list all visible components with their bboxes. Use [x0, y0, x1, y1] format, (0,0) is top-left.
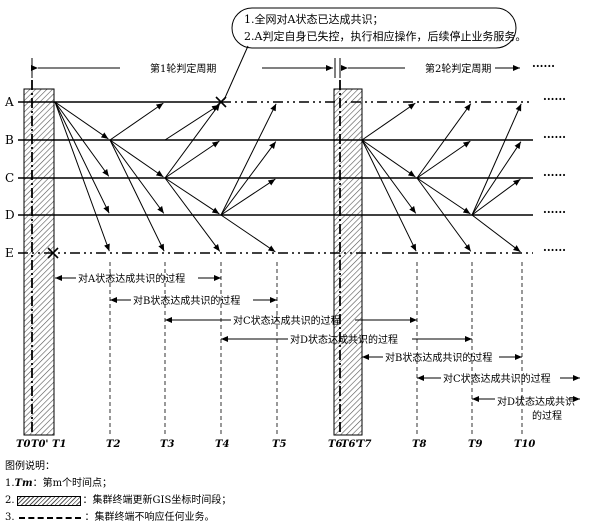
message-arrow — [54, 101, 110, 252]
phase-label-c: 对C状态达成共识的过程 — [233, 314, 341, 327]
period-brackets — [31, 58, 520, 78]
time-label: T0' — [31, 439, 48, 450]
gis-update-band-1 — [23, 88, 55, 436]
legend-item-time-text: ：第m个时间点； — [32, 478, 113, 489]
time-gridlines — [31, 80, 523, 435]
legend-item-hatch: 2. ：集群终端更新GIS坐标时间段； — [5, 492, 231, 509]
message-arrow — [164, 177, 220, 215]
message-arrow — [220, 214, 276, 253]
time-label: T10 — [514, 439, 535, 450]
message-arrow — [164, 177, 221, 252]
time-label: T8 — [412, 439, 426, 450]
legend-item-time-prefix: 1. — [5, 478, 15, 489]
time-label: T6 — [328, 439, 342, 450]
message-arrow — [471, 178, 521, 216]
row-ellipsis-a: ······ — [543, 93, 566, 106]
phase-label-d2-line2: 的过程 — [532, 409, 562, 422]
failure-mark-e — [47, 247, 59, 259]
message-arrow — [220, 178, 276, 216]
gis-update-band-2 — [333, 88, 363, 436]
failure-mark-a — [215, 96, 227, 108]
legend-item-dash: 3. ：集群终端不响应任何业务。 — [5, 509, 231, 526]
legend-item-time-term: Tm — [14, 478, 33, 489]
node-label-a: A — [4, 95, 14, 109]
message-arrow — [54, 101, 110, 177]
period-round-1-label: 第1轮判定周期 — [150, 62, 216, 75]
message-arrow — [164, 103, 221, 179]
legend-item-dash-text: ：集群终端不响应任何业务。 — [84, 512, 215, 523]
legend-item-hatch-prefix: 2. — [5, 495, 15, 506]
legend-hatch-swatch — [16, 495, 81, 506]
message-arrow — [471, 103, 522, 216]
node-label-c: C — [5, 171, 14, 185]
message-arrow — [416, 103, 472, 179]
time-label: T2 — [106, 439, 120, 450]
period-round-2-label: 第2轮判定周期 — [425, 62, 491, 75]
message-arrow — [164, 140, 220, 179]
message-arrow — [109, 139, 164, 178]
message-arrow — [361, 102, 416, 141]
node-label-e: E — [5, 246, 14, 260]
message-arrow — [109, 139, 165, 214]
phase-label-b: 对B状态达成共识的过程 — [133, 294, 240, 307]
phase-label-d: 对D状态达成共识的过程 — [290, 333, 398, 346]
message-arrow — [164, 104, 220, 141]
phase-label-b2: 对B状态达成共识的过程 — [385, 351, 492, 364]
callout-bubble: 1.全网对A状态已达成共识； 2.A判定自身已失控，执行相应操作，后续停止业务服… — [223, 7, 526, 101]
legend-title: 图例说明： — [5, 461, 55, 472]
row-ellipsis-d: ······ — [543, 206, 566, 219]
message-arrow — [416, 177, 472, 252]
time-label: T5 — [272, 439, 286, 450]
legend-item-dash-prefix: 3. — [5, 512, 15, 523]
time-label: T6' — [341, 439, 358, 450]
phase-label-d2-line1: 对D状态达成共识 — [497, 395, 575, 408]
time-label: T0 — [16, 439, 30, 450]
phase-label-c2: 对C状态达成共识的过程 — [443, 372, 551, 385]
time-label: T3 — [160, 439, 174, 450]
time-label: T4 — [215, 439, 229, 450]
legend-dash-swatch — [18, 516, 81, 519]
row-ellipsis-b: ······ — [543, 131, 566, 144]
period-ellipsis: ······ — [532, 60, 555, 73]
legend-item-hatch-text: ：集群终端更新GIS坐标时间段； — [82, 495, 232, 506]
message-arrow — [220, 141, 277, 216]
message-arrow — [471, 214, 521, 253]
message-arrow — [416, 140, 471, 179]
node-label-b: B — [5, 133, 14, 147]
row-ellipsis-e: ······ — [543, 244, 566, 257]
message-arrow — [361, 139, 416, 178]
message-arrow — [109, 102, 164, 141]
message-arrow — [220, 103, 277, 216]
message-arrow — [54, 101, 109, 140]
time-label: T7 — [357, 439, 371, 450]
message-arrow — [416, 177, 471, 215]
time-label: T1 — [52, 439, 66, 450]
message-arrow — [109, 139, 165, 252]
node-label-d: D — [5, 208, 15, 222]
time-label: T9 — [468, 439, 482, 450]
legend-item-time: 1. Tm ：第m个时间点； — [5, 475, 231, 492]
message-arrow — [361, 139, 417, 214]
callout-line-1: 1.全网对A状态已达成共识； — [244, 12, 383, 26]
callout-line-2: 2.A判定自身已失控，执行相应操作，后续停止业务服务。 — [244, 29, 526, 43]
consensus-phases — [55, 275, 580, 402]
phase-label-a: 对A状态达成共识的过程 — [78, 272, 185, 285]
message-arrow — [471, 141, 522, 216]
message-arrow — [361, 139, 417, 252]
message-arrows — [54, 101, 522, 253]
row-ellipsis-c: ······ — [543, 169, 566, 182]
message-arrow — [54, 101, 110, 214]
node-lines — [18, 101, 533, 254]
legend: 图例说明： 1. Tm ：第m个时间点； 2. ：集群终端更新GIS坐标时间段；… — [5, 458, 231, 526]
